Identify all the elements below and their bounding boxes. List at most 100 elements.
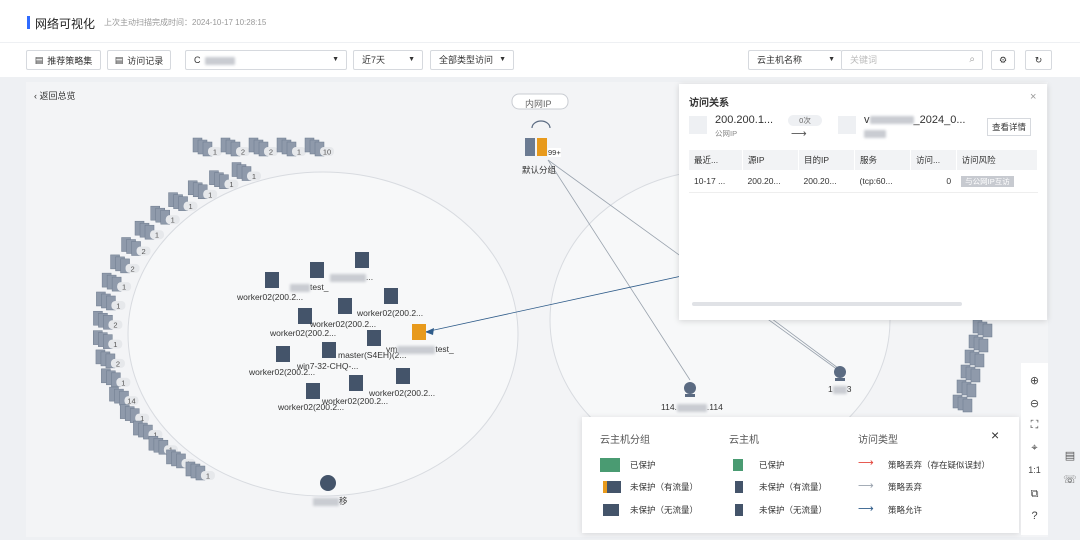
node-label[interactable]: ...	[330, 272, 373, 282]
endpoint-ip-left[interactable]: 114..114	[661, 402, 723, 412]
cluster-count[interactable]: 1	[188, 202, 192, 211]
cluster-count[interactable]: 1	[116, 301, 120, 310]
host-icon[interactable]	[310, 262, 324, 278]
table-cell: 0	[910, 170, 957, 193]
view-detail-button[interactable]: 查看详情	[987, 118, 1032, 136]
cluster-count[interactable]: 1	[113, 340, 117, 349]
col-header[interactable]: 最近...	[689, 150, 744, 170]
cluster-count[interactable]: 2	[241, 148, 245, 157]
count-pill	[264, 147, 278, 156]
node-label[interactable]: test_	[290, 282, 328, 292]
cluster-count[interactable]: 1	[140, 414, 144, 423]
doc-icon[interactable]: ▤	[1064, 450, 1076, 462]
cluster-count[interactable]: 1	[213, 148, 217, 157]
count-pill	[110, 358, 125, 368]
cluster-count[interactable]: 2	[130, 264, 134, 273]
host-icon[interactable]	[306, 383, 320, 399]
node-label[interactable]: worker02(200.2...	[357, 308, 424, 318]
node-label[interactable]: worker02(200.2...	[237, 292, 304, 302]
intranet-pill[interactable]	[511, 93, 569, 110]
host-unprotected-noflow-icon	[735, 504, 743, 516]
node-label[interactable]: worker02(200.2...	[270, 328, 337, 338]
source-type: 公网IP	[715, 129, 738, 138]
migrate-icon[interactable]	[320, 475, 336, 491]
fit-view-icon[interactable]: ⌖	[1031, 442, 1038, 454]
host-icon[interactable]	[396, 368, 410, 384]
default-group-label[interactable]: 默认分组	[522, 165, 557, 175]
node-label[interactable]: worker02(200.2...	[249, 367, 316, 377]
host-icon[interactable]	[265, 272, 279, 288]
horizontal-scrollbar[interactable]	[692, 302, 962, 306]
cluster-count[interactable]: 1	[153, 431, 157, 440]
refresh-button[interactable]: ↻	[1025, 50, 1052, 70]
close-icon[interactable]: ×	[991, 427, 1000, 443]
node-label[interactable]: worker02(200.2...	[310, 319, 377, 329]
count-pill	[108, 320, 123, 330]
help-icon[interactable]: ?	[1031, 510, 1038, 522]
intranet-label: 内网IP	[525, 99, 552, 109]
host-icon[interactable]	[298, 308, 312, 324]
zoom-in-icon[interactable]: ⊕	[1029, 375, 1040, 387]
endpoint-icon[interactable]	[684, 382, 696, 394]
legend-host-protected: 已保护	[759, 460, 785, 470]
host-select[interactable]: C▼	[185, 50, 347, 70]
endpoint-base	[685, 394, 695, 397]
cluster-count[interactable]: 2	[113, 321, 117, 330]
cluster-count[interactable]: 14	[127, 397, 135, 406]
export-icon[interactable]: ⧉	[1030, 488, 1039, 500]
loop-icon	[531, 120, 551, 129]
access-relation-panel	[679, 84, 1047, 320]
cluster-count[interactable]: 2	[269, 148, 273, 157]
col-header: 访问风险	[956, 150, 1039, 170]
server-icon	[966, 383, 977, 398]
table-row[interactable]: 10-17 ... 200.20... 200.20... (tcp:60...…	[689, 170, 1038, 193]
cluster-count[interactable]: 1	[252, 172, 256, 181]
range-select[interactable]: 近7天▼	[353, 50, 423, 70]
close-icon[interactable]: ×	[1030, 91, 1037, 103]
host-icon[interactable]	[355, 252, 369, 268]
col-header[interactable]: 访问...	[910, 150, 957, 170]
node-label[interactable]: master(S4EH)(2...	[338, 350, 407, 360]
host-icon[interactable]	[338, 298, 352, 314]
cluster-count[interactable]: 2	[116, 359, 120, 368]
cluster-count[interactable]: 2	[141, 247, 145, 256]
type-select[interactable]: 全部类型访问▼	[430, 50, 514, 70]
endpoint-icon[interactable]	[834, 366, 846, 378]
settings-button[interactable]: ⚙	[991, 50, 1015, 70]
edge-line	[424, 271, 701, 333]
cluster-count[interactable]: 1	[122, 283, 126, 292]
host-icon[interactable]	[349, 375, 363, 391]
back-overview-link[interactable]: ‹ 返回总览	[34, 91, 76, 101]
host-icon[interactable]	[412, 324, 426, 340]
count-pill	[165, 215, 180, 225]
host-icon[interactable]	[384, 288, 398, 304]
zoom-out-icon[interactable]: ⊖	[1029, 398, 1040, 410]
cluster-count[interactable]: 10	[323, 148, 331, 157]
support-icon[interactable]: ☏	[1063, 474, 1077, 486]
node-label[interactable]: worker02(200.2...	[278, 402, 345, 412]
fullscreen-icon[interactable]: ⛶	[1030, 419, 1039, 431]
node-label[interactable]: worker02(200.2...	[322, 396, 389, 406]
cluster-count[interactable]: 1	[297, 148, 301, 157]
search-input[interactable]: 关键词⌕	[841, 50, 983, 70]
host-icon[interactable]	[276, 346, 290, 362]
access-table: 最近... 源IP 目的IP 服务 访问... 访问风险 10-17 ... 2…	[689, 150, 1039, 193]
access-record-button[interactable]: ▤访问记录	[107, 50, 171, 70]
cluster-count[interactable]: 1	[208, 190, 212, 199]
host-icon[interactable]	[367, 330, 381, 346]
host-icon[interactable]	[322, 342, 336, 358]
cluster-count[interactable]: 1	[155, 231, 159, 240]
cluster-count[interactable]: 1	[229, 180, 233, 189]
node-label[interactable]: win7-32-CHQ-...	[297, 361, 359, 371]
recommend-policy-button[interactable]: ▤推荐策略集	[26, 50, 101, 70]
cluster-count[interactable]: 1	[121, 378, 125, 387]
search-field-select[interactable]: 云主机名称▼	[748, 50, 842, 70]
node-label[interactable]: worker02(200.2...	[369, 388, 436, 398]
chevron-left-icon: ‹	[34, 91, 40, 101]
one-to-one-button[interactable]: 1:1	[1028, 465, 1041, 475]
cluster-count[interactable]: 1	[206, 472, 210, 481]
legend-allow: 策略允许	[888, 505, 923, 515]
cluster-count[interactable]: 1	[171, 216, 175, 225]
